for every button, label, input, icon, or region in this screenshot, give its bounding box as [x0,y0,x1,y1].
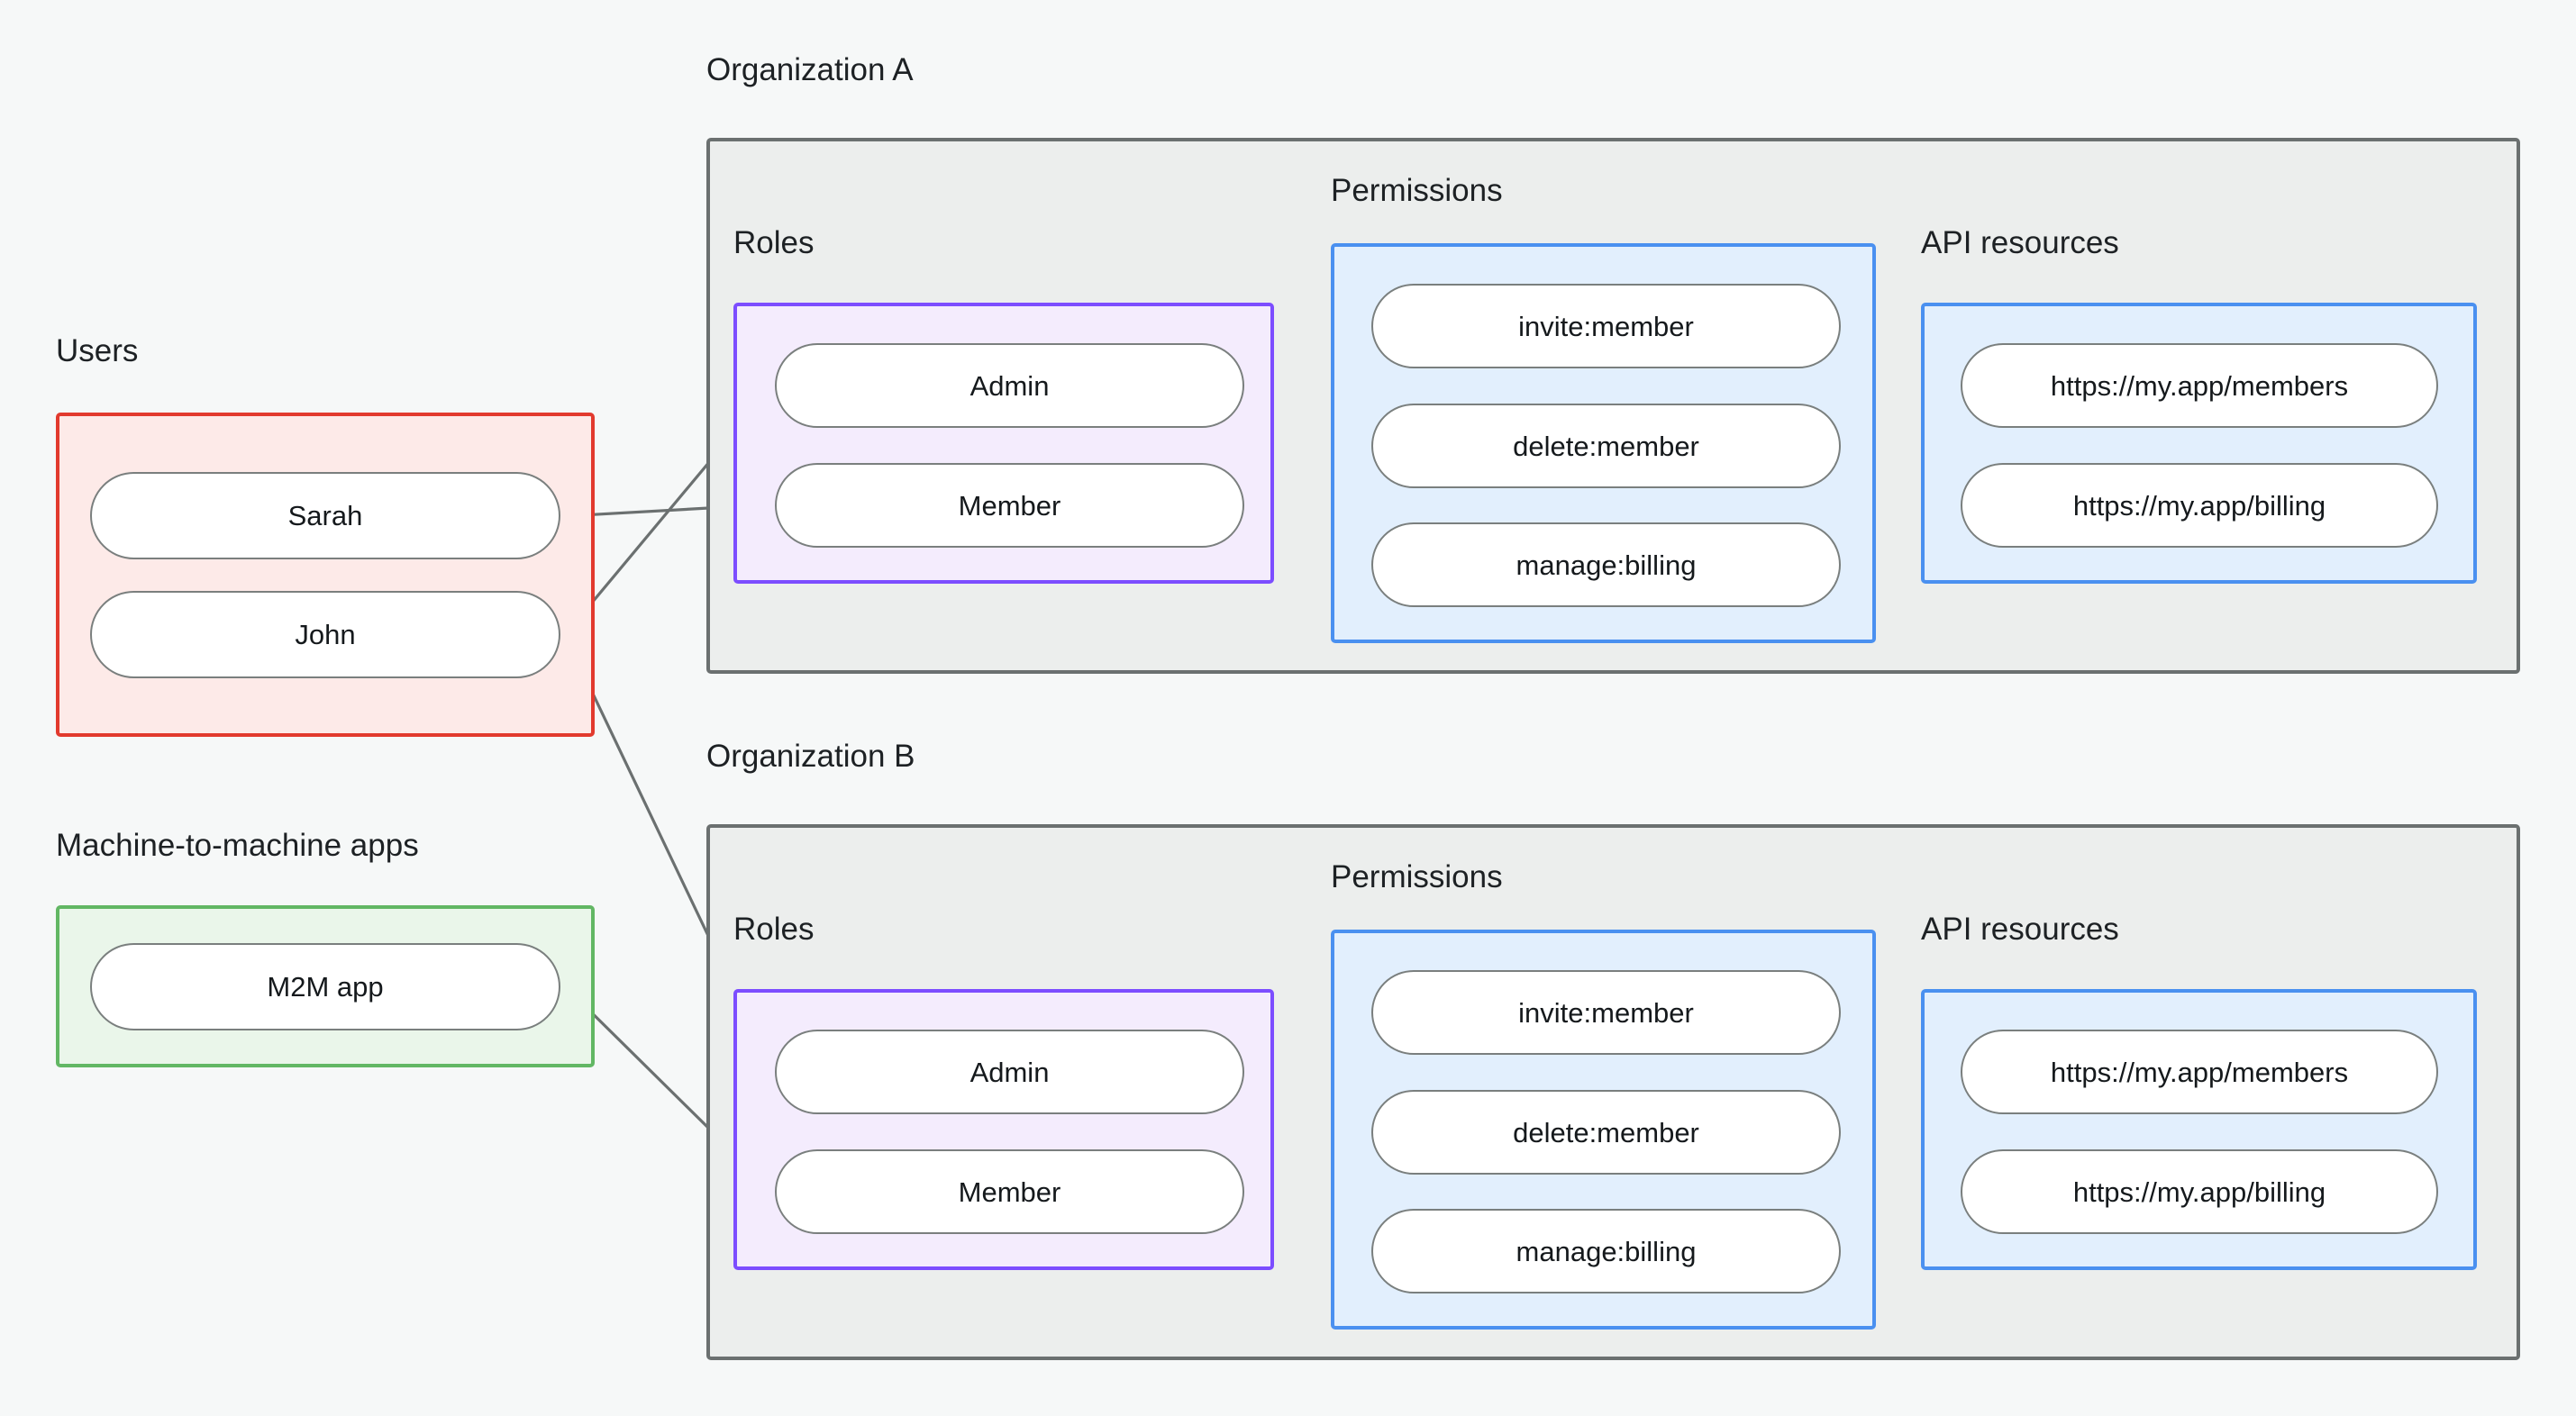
org-a-permission-delete-member[interactable]: delete:member [1371,404,1841,488]
org-b-api-resource-billing[interactable]: https://my.app/billing [1961,1149,2438,1234]
org-b-role-admin[interactable]: Admin [775,1030,1244,1114]
org-b-permission-invite-member[interactable]: invite:member [1371,970,1841,1055]
org-a-role-admin[interactable]: Admin [775,343,1244,428]
org-a-permission-manage-billing[interactable]: manage:billing [1371,522,1841,607]
user-node-sarah[interactable]: Sarah [90,472,560,559]
org-b-permission-delete-member[interactable]: delete:member [1371,1090,1841,1175]
org-a-roles-label: Roles [733,225,815,260]
user-node-john[interactable]: John [90,591,560,678]
org-a-api-resources-label: API resources [1921,225,2119,260]
users-group-label: Users [56,333,139,368]
organization-b-label: Organization B [706,739,915,774]
org-a-permission-invite-member[interactable]: invite:member [1371,284,1841,368]
org-b-permission-manage-billing[interactable]: manage:billing [1371,1209,1841,1293]
users-container [56,413,595,737]
org-b-api-resource-members[interactable]: https://my.app/members [1961,1030,2438,1114]
org-b-roles-label: Roles [733,912,815,947]
org-a-api-resource-billing[interactable]: https://my.app/billing [1961,463,2438,548]
org-b-role-member[interactable]: Member [775,1149,1244,1234]
m2m-app-node[interactable]: M2M app [90,943,560,1030]
org-a-permissions-label: Permissions [1331,173,1503,208]
organization-a-label: Organization A [706,52,914,87]
org-b-permissions-label: Permissions [1331,859,1503,894]
org-a-role-member[interactable]: Member [775,463,1244,548]
org-a-api-resource-members[interactable]: https://my.app/members [1961,343,2438,428]
org-b-api-resources-label: API resources [1921,912,2119,947]
machine-apps-group-label: Machine-to-machine apps [56,828,419,863]
